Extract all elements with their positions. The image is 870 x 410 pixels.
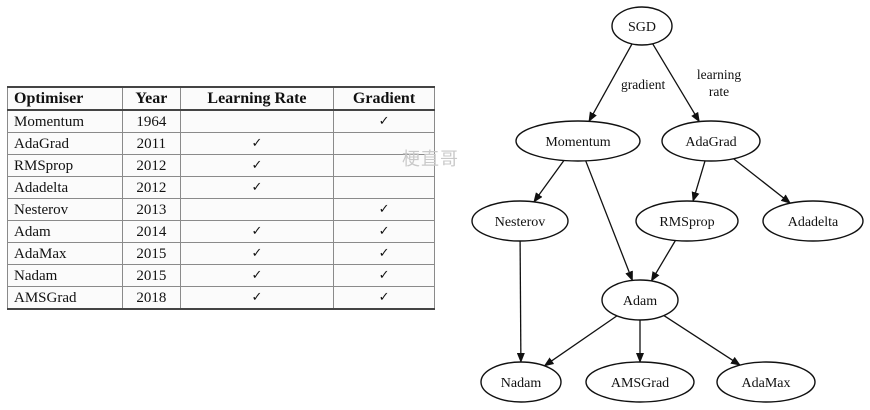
header-learning-rate: Learning Rate — [179, 86, 335, 111]
optimiser-year: 2012 — [121, 176, 181, 199]
gradient-check: ✓ — [333, 286, 435, 310]
edge-momentum-to-nesterov — [533, 160, 565, 203]
node-label-adagrad: AdaGrad — [685, 135, 736, 150]
node-label-adamax: AdaMax — [742, 376, 791, 391]
table-row: Adam 2014 ✓ ✓ — [7, 220, 435, 243]
node-ellipse-nesterov — [471, 200, 569, 242]
edge-adagrad-to-adadelta — [733, 158, 792, 204]
node-label-amsgrad: AMSGrad — [611, 376, 669, 391]
table-row: Momentum 1964 ✓ — [7, 109, 435, 133]
edge-momentum-to-adam — [585, 160, 634, 282]
table-row: RMSprop 2012 ✓ — [7, 154, 435, 177]
optimiser-year: 2013 — [121, 198, 181, 221]
node-label-adam: Adam — [623, 294, 657, 309]
node-ellipse-sgd — [611, 6, 673, 46]
node-label-nesterov: Nesterov — [495, 215, 546, 230]
node-ellipse-adadelta — [762, 200, 864, 242]
header-year: Year — [121, 86, 181, 111]
edge-sgd-to-adagrad — [652, 43, 700, 123]
node-rmsprop: RMSprop — [635, 200, 739, 242]
optimiser-year: 2015 — [121, 264, 181, 287]
learning-rate-check: ✓ — [179, 286, 335, 310]
edge-nesterov-to-nadam — [516, 240, 525, 363]
node-ellipse-momentum — [515, 120, 641, 162]
node-label-rmsprop: RMSprop — [659, 215, 714, 230]
node-amsgrad: AMSGrad — [585, 361, 695, 403]
node-ellipse-adamax — [716, 361, 816, 403]
edge-adam-to-adamax — [663, 315, 741, 366]
node-momentum: Momentum — [515, 120, 641, 162]
optimiser-name: AdaGrad — [7, 132, 123, 155]
edge-adam-to-nadam — [543, 315, 618, 367]
header-optimiser: Optimiser — [7, 86, 123, 111]
header-gradient: Gradient — [333, 86, 435, 111]
optimiser-name: AdaMax — [7, 242, 123, 265]
node-adadelta: Adadelta — [762, 200, 864, 242]
learning-rate-check: ✓ — [179, 264, 335, 287]
node-sgd: SGD — [611, 6, 673, 46]
gradient-check: ✓ — [333, 264, 435, 287]
watermark-text: 梗直哥 — [402, 149, 459, 170]
optimiser-table-panel: Optimiser Year Learning Rate Gradient Mo… — [7, 86, 435, 310]
node-ellipse-adam — [601, 279, 679, 321]
table-row: AdaGrad 2011 ✓ — [7, 132, 435, 155]
node-nesterov: Nesterov — [471, 200, 569, 242]
optimiser-table: Optimiser Year Learning Rate Gradient Mo… — [7, 86, 435, 310]
edge-label-sgd-to-momentum: gradient — [621, 77, 665, 92]
node-ellipse-rmsprop — [635, 200, 739, 242]
node-label-nadam: Nadam — [501, 376, 542, 391]
optimiser-name: Momentum — [7, 109, 123, 133]
node-nadam: Nadam — [480, 361, 562, 403]
edge-rmsprop-to-adam — [650, 240, 676, 282]
table-row: AMSGrad 2018 ✓ ✓ — [7, 286, 435, 310]
node-ellipse-adagrad — [661, 120, 761, 162]
table-row: Nadam 2015 ✓ ✓ — [7, 264, 435, 287]
optimiser-name: AMSGrad — [7, 286, 123, 310]
node-ellipse-amsgrad — [585, 361, 695, 403]
table-header-row: Optimiser Year Learning Rate Gradient — [7, 86, 435, 111]
node-label-adadelta: Adadelta — [788, 215, 839, 230]
node-ellipse-nadam — [480, 361, 562, 403]
node-label-sgd: SGD — [628, 20, 656, 35]
node-label-momentum: Momentum — [545, 135, 610, 150]
node-adagrad: AdaGrad — [661, 120, 761, 162]
edge-sgd-to-momentum — [588, 43, 633, 123]
edge-adagrad-to-rmsprop — [691, 160, 706, 203]
table-row: Nesterov 2013 ✓ — [7, 198, 435, 221]
node-adamax: AdaMax — [716, 361, 816, 403]
optimiser-year: 2018 — [121, 286, 181, 310]
node-adam: Adam — [601, 279, 679, 321]
